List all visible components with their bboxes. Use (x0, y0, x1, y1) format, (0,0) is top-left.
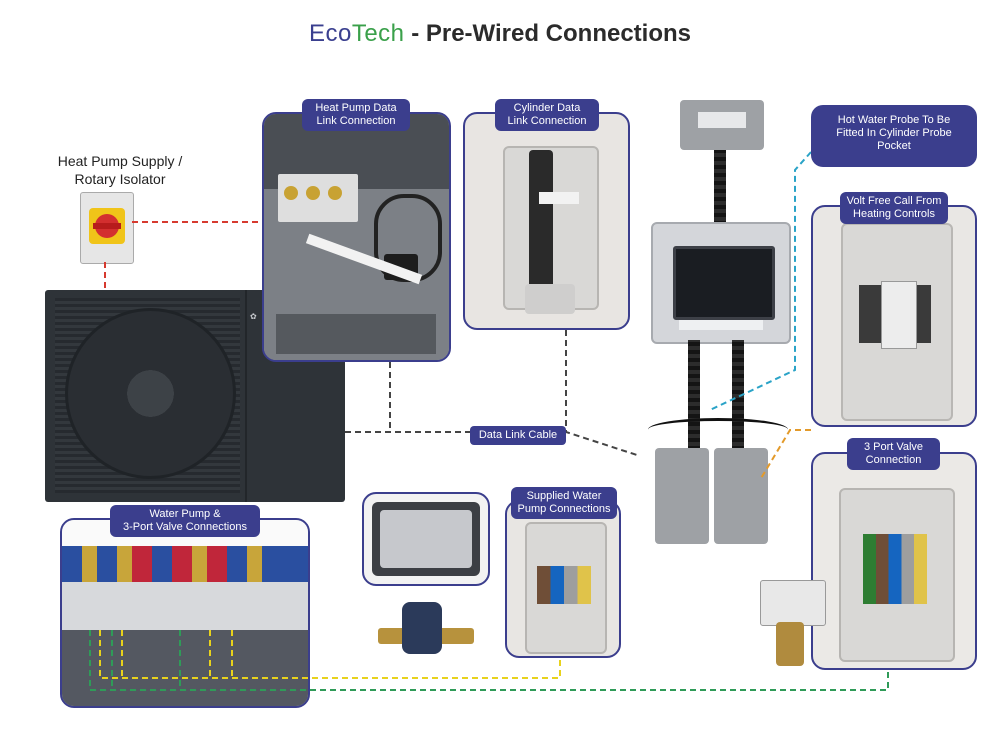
supply-isolator-label: Heat Pump Supply / Rotary Isolator (57, 153, 183, 187)
page-title: EcoTech - Pre-Wired Connections (0, 20, 1000, 48)
volt-free-line (759, 429, 811, 481)
title-text: - Pre-Wired Connections (404, 20, 692, 47)
pump-yellow-line-1 (99, 630, 561, 679)
three-port-valve-label: 3 Port Valve Connection (847, 438, 940, 470)
valve-green-line (89, 630, 889, 691)
supplied-pump-label: Supplied Water Pump Connections (511, 487, 617, 519)
data-link-cable-label: Data Link Cable (470, 426, 566, 445)
heat-pump-data-panel (262, 112, 451, 362)
supplied-pump-connections-panel (505, 500, 621, 658)
water-pump-motor (402, 602, 442, 654)
heat-pump-data-label: Heat Pump Data Link Connection (302, 99, 410, 131)
probe-cable (714, 150, 726, 225)
valve-body (776, 622, 804, 666)
water-pump-connections-panel (60, 518, 310, 708)
probe-junction-box (680, 100, 764, 150)
brand-tech: Tech (351, 20, 405, 47)
water-pump-label: Water Pump & 3-Port Valve Connections (110, 505, 260, 537)
three-port-valve-panel (811, 452, 977, 670)
junction-box-right (714, 448, 768, 544)
hot-water-probe-line (709, 151, 812, 411)
junction-box-left (655, 448, 709, 544)
pump-terminal-box-panel (362, 492, 490, 586)
cylinder-data-panel (463, 112, 630, 330)
cylinder-data-label: Cylinder Data Link Connection (495, 99, 599, 131)
wiring-centre-controller (651, 222, 791, 344)
volt-free-label: Volt Free Call From Heating Controls (840, 192, 948, 224)
cylinder-data-line (565, 330, 641, 457)
loose-cables (648, 418, 788, 441)
rotary-isolator (80, 192, 134, 264)
brand-eco: Eco (308, 20, 352, 47)
hot-water-probe-label: Hot Water Probe To Be Fitted In Cylinder… (811, 105, 977, 167)
volt-free-panel (811, 205, 977, 427)
